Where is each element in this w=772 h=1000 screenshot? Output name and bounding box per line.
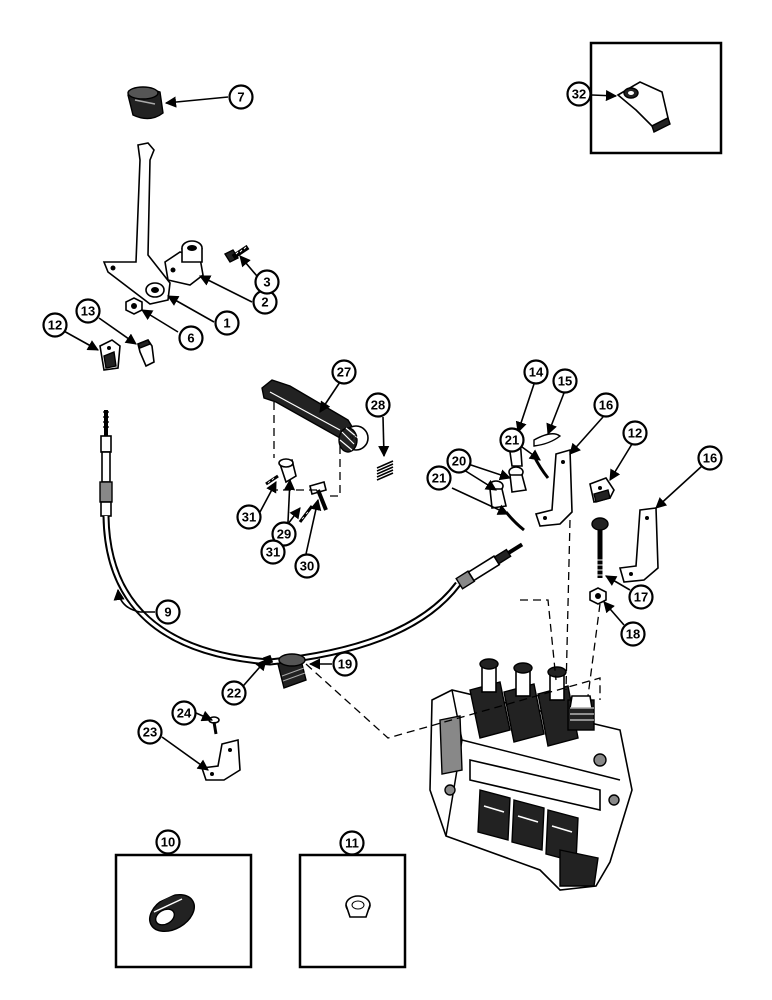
part-12-clevis-left	[99, 339, 121, 371]
inset-10	[114, 853, 253, 969]
svg-text:32: 32	[572, 87, 586, 102]
svg-text:11: 11	[345, 836, 359, 851]
svg-text:97: 97	[350, 435, 358, 442]
part-13-pin	[137, 339, 155, 368]
callout-14: 14	[523, 359, 549, 385]
callout-6: 6	[178, 325, 204, 351]
part-31-screw-lower	[298, 505, 314, 523]
callout-17: 17	[628, 584, 654, 610]
part-29-detent	[278, 458, 297, 484]
callout-22: 22	[221, 680, 247, 706]
callout-11: 11	[339, 830, 365, 856]
svg-text:14: 14	[529, 365, 544, 380]
callout-31-lower: 31	[260, 539, 286, 565]
callout-24: 24	[171, 700, 197, 726]
svg-text:17: 17	[634, 590, 648, 605]
control-valve-assembly	[429, 658, 633, 891]
svg-text:10: 10	[161, 835, 175, 850]
callout-19: 20	[446, 448, 472, 474]
part-30-pin	[309, 481, 328, 511]
part-2-pivot	[164, 240, 204, 286]
callout-27: 27	[331, 359, 357, 385]
callout-16-upper: 16	[593, 392, 619, 418]
part-18-nut	[589, 587, 607, 605]
callout-13: 13	[75, 298, 101, 324]
part-6-nut	[125, 297, 143, 315]
svg-text:23: 23	[143, 725, 157, 740]
part-21-knob	[277, 653, 307, 689]
svg-text:28: 28	[371, 398, 385, 413]
svg-text:21: 21	[432, 471, 446, 486]
svg-text:29: 29	[277, 527, 291, 542]
svg-text:6: 6	[187, 331, 194, 346]
callout-12-right: 12	[622, 420, 648, 446]
part-3-bolt	[223, 244, 250, 263]
svg-text:30: 30	[300, 559, 314, 574]
part-11-cap	[345, 895, 371, 918]
part-9-cable	[99, 410, 524, 666]
part-19-pin-lower	[488, 480, 507, 509]
callout-12-left: 12	[42, 312, 68, 338]
svg-text:19: 19	[338, 657, 352, 672]
part-23-bracket	[200, 738, 241, 781]
svg-text:16: 16	[599, 398, 613, 413]
callout-31-upper: 31	[236, 504, 262, 530]
part-27-detent-housing: 97	[261, 379, 369, 453]
svg-text:24: 24	[177, 706, 192, 721]
inset-11	[298, 853, 407, 969]
svg-text:20: 20	[452, 454, 466, 469]
svg-text:27: 27	[337, 365, 351, 380]
callout-15: 15	[552, 368, 578, 394]
callout-30: 30	[294, 553, 320, 579]
svg-text:13: 13	[81, 304, 95, 319]
part-19-pin-upper	[508, 466, 528, 493]
svg-text:2: 2	[261, 295, 268, 310]
callout-20-upper: 21	[499, 427, 525, 453]
part-7-knob	[127, 86, 164, 120]
part-15-cotter	[533, 433, 562, 447]
svg-text:31: 31	[242, 510, 256, 525]
part-20-cotter-upper	[532, 455, 551, 479]
part-17-eye-bolt	[591, 517, 609, 578]
inset-32	[589, 41, 723, 155]
svg-text:16: 16	[703, 451, 717, 466]
callout-21: 19	[332, 651, 358, 677]
callout-32: 32	[566, 81, 592, 107]
part-16-bracket-right	[618, 507, 659, 583]
svg-text:15: 15	[558, 374, 572, 389]
part-1-lever	[102, 142, 171, 305]
svg-text:1: 1	[223, 316, 230, 331]
part-28-spring	[376, 460, 394, 481]
callout-28: 28	[365, 392, 391, 418]
callout-9: 9	[155, 599, 181, 625]
callout-3: 3	[254, 269, 280, 295]
part-10-bushing	[149, 891, 195, 933]
svg-text:7: 7	[237, 90, 244, 105]
svg-text:9: 9	[164, 605, 171, 620]
callout-16-lower: 16	[697, 445, 723, 471]
part-12-clevis-right	[589, 477, 615, 503]
callout-1: 1	[214, 310, 240, 336]
callout-18: 18	[620, 621, 646, 647]
svg-text:21: 21	[505, 433, 519, 448]
svg-text:22: 22	[227, 686, 241, 701]
svg-text:12: 12	[628, 426, 642, 441]
svg-text:12: 12	[48, 318, 62, 333]
leader-lines	[61, 89, 703, 771]
callout-23: 23	[137, 719, 163, 745]
callout-7: 7	[228, 84, 254, 110]
svg-text:18: 18	[626, 627, 640, 642]
part-20-cotter-lower	[504, 509, 527, 532]
callout-20-lower: 21	[426, 465, 452, 491]
callout-29: 29	[271, 521, 297, 547]
svg-text:3: 3	[263, 275, 270, 290]
part-32-bracket	[616, 81, 671, 133]
callout-10: 10	[155, 829, 181, 855]
svg-text:31: 31	[266, 545, 280, 560]
part-16-bracket-left	[534, 448, 573, 527]
